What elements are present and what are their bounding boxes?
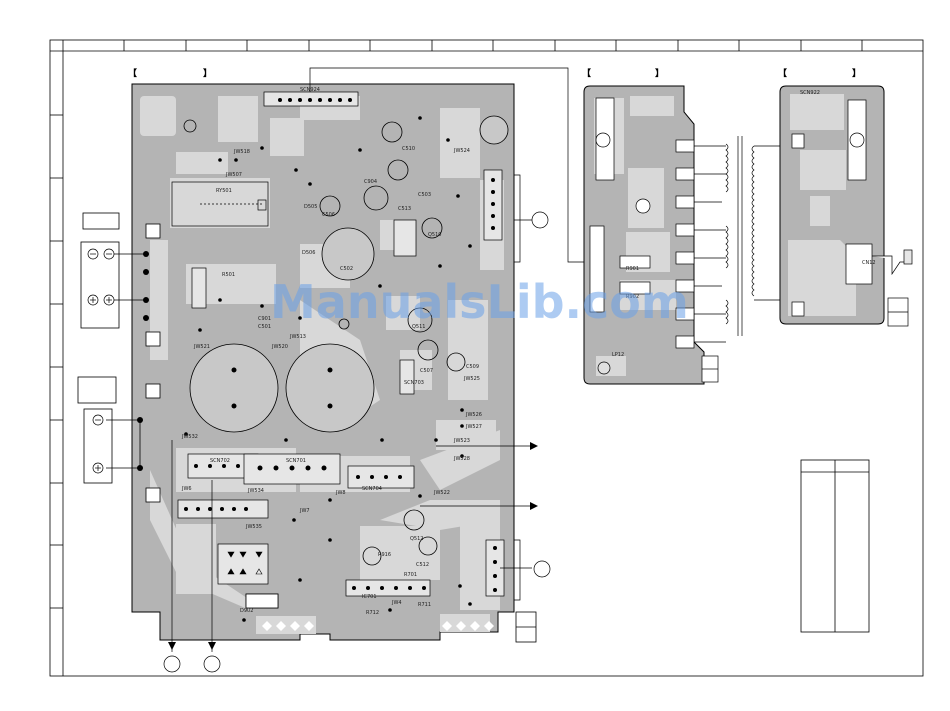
label-r902: R902 [626, 294, 639, 300]
label-cn701: SCN701 [286, 458, 306, 464]
mid-board-parts [589, 97, 719, 383]
label-c507: C507 [420, 368, 433, 374]
relay [171, 181, 269, 227]
sheet-frame [49, 39, 924, 677]
label-jw521: JW521 [193, 344, 210, 350]
parts-table [800, 459, 870, 633]
label-jw518: JW518 [233, 149, 250, 155]
label-jw532: JW532 [181, 434, 198, 440]
label-c513: C513 [398, 206, 411, 212]
label-q512: Q512 [410, 536, 423, 542]
bracket-close-right: 】 [852, 68, 861, 79]
label-lp12: LP12 [612, 352, 624, 358]
label-q511: Q511 [412, 324, 425, 330]
label-jw4: JW4 [391, 600, 402, 606]
label-ry501: RY501 [216, 188, 232, 194]
label-r501: R501 [222, 272, 235, 278]
section-brackets: 【 】 【 】 【 】 [128, 68, 861, 79]
label-jw535: JW535 [245, 524, 262, 530]
label-jw6: JW6 [181, 486, 192, 492]
mid-pins [675, 139, 695, 349]
bracket-open-main: 【 [128, 68, 137, 79]
label-ic701: IC701 [362, 594, 377, 600]
signal-leads [163, 67, 590, 673]
main-pads [184, 98, 497, 622]
label-c904: C904 [364, 179, 377, 185]
label-jw527: JW527 [465, 424, 482, 430]
label-right-plug: CN12 [862, 260, 876, 266]
label-c510: C510 [402, 146, 415, 152]
label-jw523: JW523 [453, 438, 470, 444]
label-r712: R712 [366, 610, 379, 616]
label-c901: C901 [258, 316, 271, 322]
mid-board: R901 R902 LP12 [583, 85, 719, 385]
main-caps [183, 115, 509, 566]
bracket-close-mid: 】 [655, 68, 664, 79]
label-jw507: JW507 [225, 172, 242, 178]
label-c506: C506 [322, 212, 335, 218]
bracket-close-main: 】 [203, 68, 212, 79]
label-jw526: JW526 [465, 412, 482, 418]
label-jw513: JW513 [289, 334, 306, 340]
label-d505: D505 [304, 204, 317, 210]
label-jw8: JW8 [335, 490, 346, 496]
label-jw525: JW525 [463, 376, 480, 382]
label-jw520: JW520 [271, 344, 288, 350]
label-jw524: JW524 [453, 148, 470, 154]
label-jw522: JW522 [433, 490, 450, 496]
label-c503: C503 [418, 192, 431, 198]
main-board: SCN924 JW518 JW507 RY501 R501 C501 JW521… [131, 83, 537, 643]
right-labels: CN12 SCN922 [800, 90, 876, 266]
label-jw528: JW528 [453, 456, 470, 462]
right-board-parts [791, 99, 913, 327]
label-q510: Q510 [428, 232, 441, 238]
label-d902: D902 [240, 608, 253, 614]
label-r901: R901 [626, 266, 639, 272]
label-c512: C512 [416, 562, 429, 568]
main-small-boxes [145, 223, 537, 643]
mid-labels: R901 R902 LP12 [612, 266, 639, 358]
label-jw534: JW534 [247, 488, 264, 494]
label-c502: C502 [340, 266, 353, 272]
label-r701: R701 [404, 572, 417, 578]
right-board-traces [788, 94, 856, 316]
left-terminal-symbols [87, 248, 115, 474]
watermark: ManualsLib.com [270, 275, 689, 329]
label-r916: R916 [378, 552, 391, 558]
label-d506: D506 [302, 250, 315, 256]
label-c509: C509 [466, 364, 479, 370]
label-cn704: SCN704 [362, 486, 382, 492]
label-right-cn: SCN922 [800, 90, 820, 96]
label-r711: R711 [418, 602, 431, 608]
diamond-pads [262, 621, 494, 631]
label-jw7: JW7 [299, 508, 310, 514]
left-pads [137, 251, 149, 471]
label-cn702: SCN702 [210, 458, 230, 464]
label-c501: C501 [258, 324, 271, 330]
bracket-open-mid: 【 [582, 68, 591, 79]
bracket-open-right: 【 [778, 68, 787, 79]
right-board: CN12 SCN922 [779, 85, 913, 327]
transformer [694, 136, 788, 343]
arrow-heads [168, 442, 538, 650]
bridge-rectifier [227, 551, 263, 575]
label-cn703: SCN703 [404, 380, 424, 386]
